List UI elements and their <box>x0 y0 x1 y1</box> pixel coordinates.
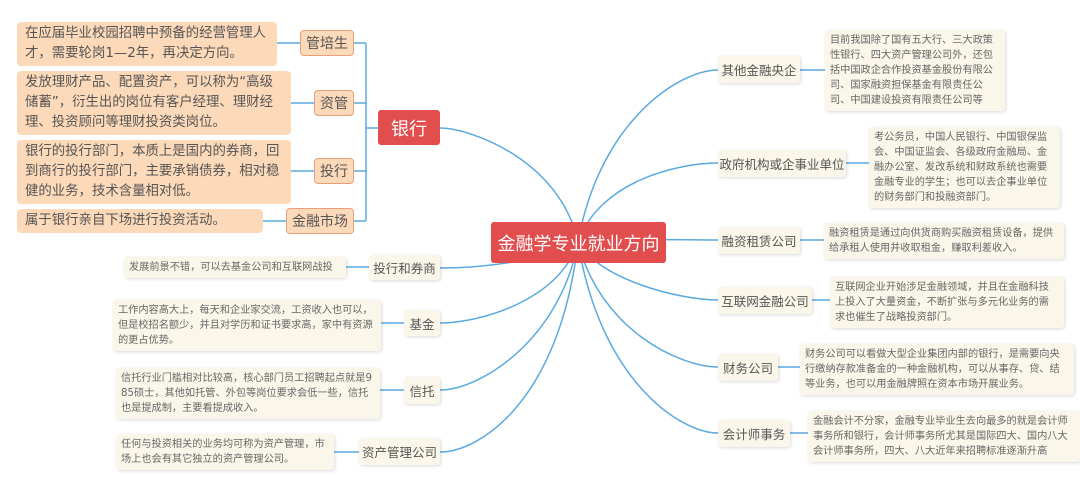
topic-fund[interactable]: 基金 <box>404 310 440 336</box>
ib-securities-desc: 发展前景不错，可以去基金公司和互联网战投 <box>124 257 346 278</box>
other-central-enterprises-desc: 目前我国除了国有五大行、三大政策性银行、四大资产管理公司外，还包括中国政企合作投… <box>825 30 1005 111</box>
trust-desc: 信托行业门槛相对比较高，核心部门员工招聘起点就是985硕士，其他如托管、外包等岗… <box>116 368 380 419</box>
bank-subtopic-asset-mgmt[interactable]: 资管 <box>314 90 354 116</box>
topic-internet-finance[interactable]: 互联网金融公司 <box>718 287 812 314</box>
bank-subtopic-ib[interactable]: 投行 <box>314 158 354 184</box>
bank-subtopic-fin-market[interactable]: 金融市场 <box>286 208 354 234</box>
topic-ib-securities[interactable]: 投行和券商 <box>369 255 440 280</box>
fund-desc: 工作内容高大上，每天和企业家交流，工资收入也可以，但是校招名额少，并且对学历和证… <box>113 300 381 351</box>
topic-bank[interactable]: 银行 <box>378 110 440 145</box>
topic-government[interactable]: 政府机构或企事业单位 <box>718 150 846 177</box>
topic-other-central-enterprises[interactable]: 其他金融央企 <box>718 56 800 83</box>
topic-leasing[interactable]: 融资租赁公司 <box>718 227 800 254</box>
internet-finance-desc: 互联网企业开始涉足金融领域，并且在金融科技上投入了大量资金，不断扩张与多元化业务… <box>830 277 1064 328</box>
asset-mgmt-company-desc: 任何与投资相关的业务均可称为资产管理，市场上也会有其它独立的资产管理公司。 <box>116 434 334 470</box>
government-desc: 考公务员，中国人民银行、中国银保监会、中国证监会、各级政府金融局、金融办公室、发… <box>869 127 1060 208</box>
bank-trainee-desc: 在应届毕业校园招聘中预备的经营管理人才，需要轮岗1—2年，再决定方向。 <box>17 22 277 66</box>
leasing-desc: 融资租赁是通过向供货商购买融资租赁设备，提供给承租人使用并收取租金，赚取利差收入… <box>824 223 1064 259</box>
bank-asset-mgmt-desc: 发放理财产品、配置资产，可以称为“高级储蓄”，衍生出的岗位有客户经理、理财经理、… <box>17 71 291 135</box>
central-topic[interactable]: 金融学专业就业方向 <box>491 222 666 263</box>
finance-company-desc: 财务公司可以看做大型企业集团内部的银行，是需要向央行缴纳存款准备金的一种金融机构… <box>800 344 1074 395</box>
bank-fin-market-desc: 属于银行亲自下场进行投资活动。 <box>17 209 263 233</box>
topic-finance-company[interactable]: 财务公司 <box>718 354 778 381</box>
accounting-firm-desc: 金融会计不分家，金融专业毕业生去向最多的就是会计师事务所和银行，会计师事务所尤其… <box>808 411 1080 462</box>
topic-accounting-firm[interactable]: 会计师事务 <box>718 420 790 447</box>
bank-subtopic-trainee[interactable]: 管培生 <box>300 30 354 56</box>
topic-asset-mgmt-company[interactable]: 资产管理公司 <box>359 438 440 465</box>
topic-trust[interactable]: 信托 <box>404 377 440 404</box>
bank-ib-desc: 银行的投行部门，本质上是国内的券商，回到商行的投行部门，主要承销债券，相对稳健的… <box>17 140 291 204</box>
